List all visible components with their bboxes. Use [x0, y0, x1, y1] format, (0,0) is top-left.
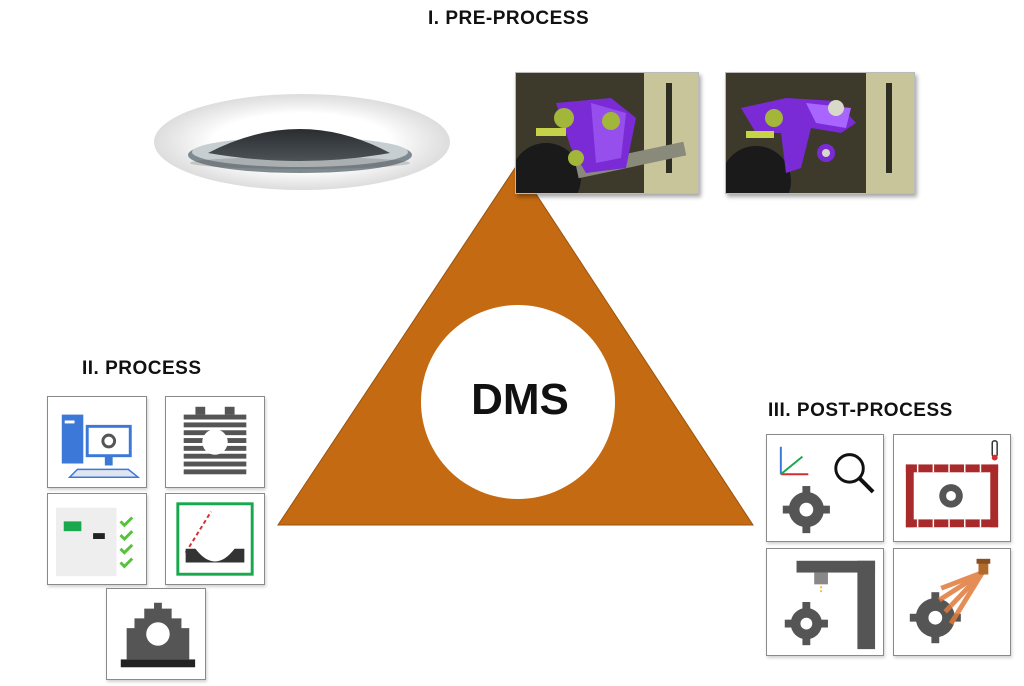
checklist-monitoring-icon	[47, 493, 147, 585]
inspection-magnifier-gear-icon	[766, 434, 884, 542]
cad-model-optimized-bracket-icon	[725, 72, 915, 194]
machining-gear-icon	[766, 548, 884, 656]
finished-gear-part-icon	[106, 588, 206, 680]
laser-melt-pool-icon	[165, 493, 265, 585]
process-title: II. PROCESS	[82, 358, 202, 379]
heat-treatment-furnace-icon	[893, 434, 1011, 542]
computer-workstation-icon	[47, 396, 147, 488]
layered-part-gear-icon	[165, 396, 265, 488]
cad-model-original-bracket-icon	[515, 72, 699, 194]
dms-circle	[421, 305, 615, 499]
post-process-title: III. POST-PROCESS	[768, 400, 953, 421]
surface-spray-finishing-icon	[893, 548, 1011, 656]
metal-powder-pile-icon	[150, 85, 455, 195]
dms-label: DMS	[471, 375, 569, 424]
pre-process-title: I. PRE-PROCESS	[428, 8, 590, 29]
